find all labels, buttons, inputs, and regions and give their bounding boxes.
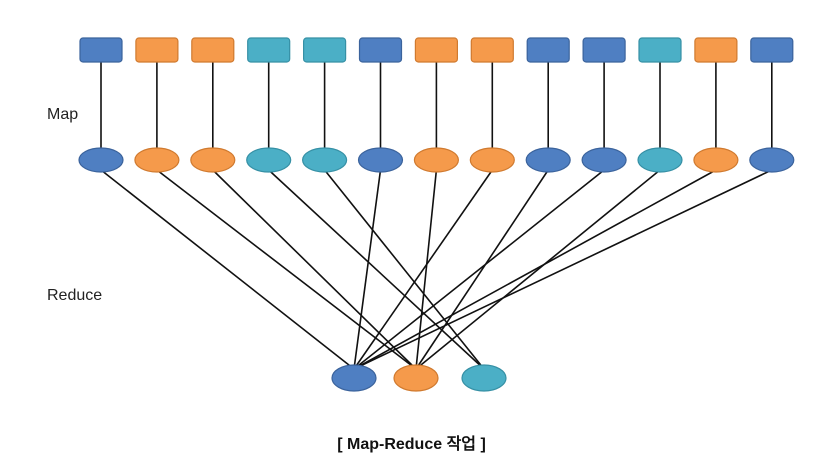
mapper-node-10 — [581, 147, 627, 173]
input-split-10 — [582, 37, 626, 63]
mapper-node-4 — [246, 147, 292, 173]
shuffle-edge-13 — [353, 169, 773, 370]
mapper-node-7 — [413, 147, 459, 173]
shuffle-edge-4 — [268, 169, 485, 370]
shuffle-edge-2 — [156, 169, 417, 370]
input-split-11 — [638, 37, 682, 63]
input-split-2 — [135, 37, 179, 63]
input-split-6 — [358, 37, 403, 63]
shuffle-edge-12 — [353, 169, 717, 370]
reducer-node-2 — [393, 364, 439, 392]
mapper-node-13 — [749, 147, 795, 173]
mapper-node-2 — [134, 147, 180, 173]
shuffle-edge-3 — [212, 169, 417, 370]
input-split-3 — [191, 37, 235, 63]
edges-layer — [100, 62, 773, 370]
shuffle-edge-7 — [415, 169, 438, 370]
input-split-9 — [526, 37, 570, 63]
mapper-node-11 — [637, 147, 683, 173]
mapper-node-3 — [190, 147, 236, 173]
input-split-8 — [470, 37, 514, 63]
nodes-layer — [78, 37, 795, 392]
reducer-node-1 — [331, 364, 377, 392]
shuffle-edge-1 — [100, 169, 355, 370]
shuffle-edge-9 — [415, 169, 549, 370]
input-split-13 — [750, 37, 794, 63]
input-split-12 — [694, 37, 738, 63]
shuffle-edge-10 — [353, 169, 605, 370]
mapper-node-9 — [525, 147, 571, 173]
shuffle-edge-11 — [415, 169, 661, 370]
input-split-4 — [247, 37, 291, 63]
shuffle-edge-6 — [353, 169, 382, 370]
diagram-caption: [ Map-Reduce 작업 ] — [337, 436, 486, 453]
mapper-node-6 — [357, 147, 404, 173]
shuffle-edge-8 — [353, 169, 493, 370]
input-split-1 — [79, 37, 123, 63]
mapper-node-1 — [78, 147, 124, 173]
mapper-node-12 — [693, 147, 739, 173]
shuffle-edge-5 — [323, 169, 485, 370]
input-split-5 — [303, 37, 347, 63]
mapper-node-5 — [302, 147, 348, 173]
reduce-stage-label: Reduce — [47, 287, 103, 304]
input-split-7 — [414, 37, 458, 63]
mapper-node-8 — [469, 147, 515, 173]
reducer-node-3 — [461, 364, 507, 392]
map-stage-label: Map — [47, 106, 79, 123]
